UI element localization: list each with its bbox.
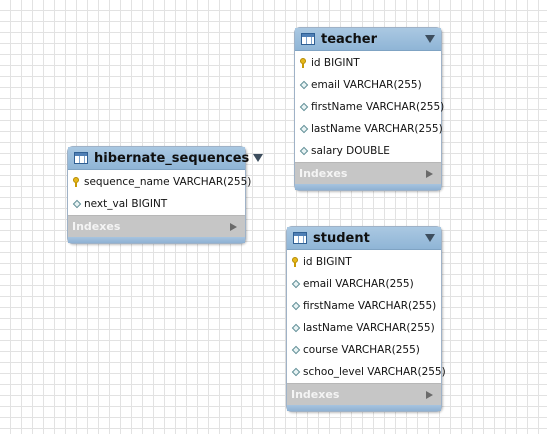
column-diamond-icon bbox=[291, 323, 301, 333]
entity-header[interactable]: student bbox=[287, 227, 441, 250]
column-text: course VARCHAR(255) bbox=[303, 344, 420, 356]
column-text: email VARCHAR(255) bbox=[311, 79, 422, 91]
column-text: lastName VARCHAR(255) bbox=[311, 123, 443, 135]
entity-teacher[interactable]: teacher id BIGINT email VARCHAR(255) fir… bbox=[294, 27, 445, 191]
table-icon bbox=[74, 152, 88, 164]
primary-key-icon bbox=[72, 177, 81, 187]
indexes-label: Indexes bbox=[72, 220, 121, 233]
column-row[interactable]: salary DOUBLE bbox=[295, 140, 441, 162]
column-diamond-icon bbox=[291, 279, 301, 289]
entity-footer bbox=[295, 184, 441, 190]
entity-student[interactable]: student id BIGINT email VARCHAR(255) fir… bbox=[286, 226, 446, 412]
column-list: id BIGINT email VARCHAR(255) firstName V… bbox=[295, 51, 445, 162]
column-text: id BIGINT bbox=[311, 57, 360, 69]
column-diamond-icon bbox=[299, 80, 309, 90]
column-diamond-icon bbox=[299, 146, 309, 156]
table-icon bbox=[293, 232, 307, 244]
column-text: firstName VARCHAR(255) bbox=[311, 101, 445, 113]
column-list: id BIGINT email VARCHAR(255) firstName V… bbox=[287, 250, 446, 383]
indexes-bar[interactable]: Indexes bbox=[295, 162, 441, 184]
column-diamond-icon bbox=[299, 102, 309, 112]
expand-icon[interactable] bbox=[426, 169, 433, 178]
column-text: id BIGINT bbox=[303, 256, 352, 268]
column-diamond-icon bbox=[291, 301, 301, 311]
entity-header[interactable]: hibernate_sequences bbox=[68, 147, 264, 170]
entity-header[interactable]: teacher bbox=[295, 28, 441, 51]
column-row[interactable]: id BIGINT bbox=[295, 52, 441, 74]
column-row[interactable]: firstName VARCHAR(255) bbox=[295, 96, 445, 118]
entity-title: teacher bbox=[321, 31, 377, 47]
table-icon bbox=[301, 33, 315, 45]
collapse-icon[interactable] bbox=[425, 234, 435, 242]
column-row[interactable]: email VARCHAR(255) bbox=[287, 273, 441, 295]
expand-icon[interactable] bbox=[426, 390, 433, 399]
indexes-label: Indexes bbox=[291, 388, 340, 401]
entity-footer bbox=[287, 405, 441, 411]
column-diamond-icon bbox=[291, 345, 301, 355]
column-diamond-icon bbox=[72, 199, 82, 209]
column-row[interactable]: sequence_name VARCHAR(255) bbox=[68, 171, 251, 193]
column-text: next_val BIGINT bbox=[84, 198, 168, 210]
column-row[interactable]: email VARCHAR(255) bbox=[295, 74, 441, 96]
primary-key-icon bbox=[299, 58, 308, 68]
primary-key-icon bbox=[291, 257, 300, 267]
column-text: sequence_name VARCHAR(255) bbox=[84, 176, 252, 188]
column-text: schoo_level VARCHAR(255) bbox=[303, 366, 446, 378]
column-row[interactable]: schoo_level VARCHAR(255) bbox=[287, 361, 446, 383]
column-text: lastName VARCHAR(255) bbox=[303, 322, 435, 334]
collapse-icon[interactable] bbox=[253, 154, 264, 162]
entity-hibernate-sequences[interactable]: hibernate_sequences sequence_name VARCHA… bbox=[67, 146, 264, 244]
column-list: sequence_name VARCHAR(255) next_val BIGI… bbox=[68, 170, 251, 215]
expand-icon[interactable] bbox=[230, 222, 237, 231]
column-text: email VARCHAR(255) bbox=[303, 278, 414, 290]
column-row[interactable]: id BIGINT bbox=[287, 251, 441, 273]
entity-title: student bbox=[313, 230, 370, 246]
indexes-bar[interactable]: Indexes bbox=[68, 215, 245, 237]
indexes-label: Indexes bbox=[299, 167, 348, 180]
column-text: salary DOUBLE bbox=[311, 145, 390, 157]
column-row[interactable]: course VARCHAR(255) bbox=[287, 339, 441, 361]
column-diamond-icon bbox=[291, 367, 301, 377]
column-row[interactable]: lastName VARCHAR(255) bbox=[287, 317, 441, 339]
column-text: firstName VARCHAR(255) bbox=[303, 300, 437, 312]
collapse-icon[interactable] bbox=[425, 35, 435, 43]
column-row[interactable]: lastName VARCHAR(255) bbox=[295, 118, 443, 140]
indexes-bar[interactable]: Indexes bbox=[287, 383, 441, 405]
column-row[interactable]: next_val BIGINT bbox=[68, 193, 245, 215]
column-row[interactable]: firstName VARCHAR(255) bbox=[287, 295, 441, 317]
entity-title: hibernate_sequences bbox=[94, 150, 250, 166]
entity-footer bbox=[68, 237, 245, 243]
column-diamond-icon bbox=[299, 124, 309, 134]
